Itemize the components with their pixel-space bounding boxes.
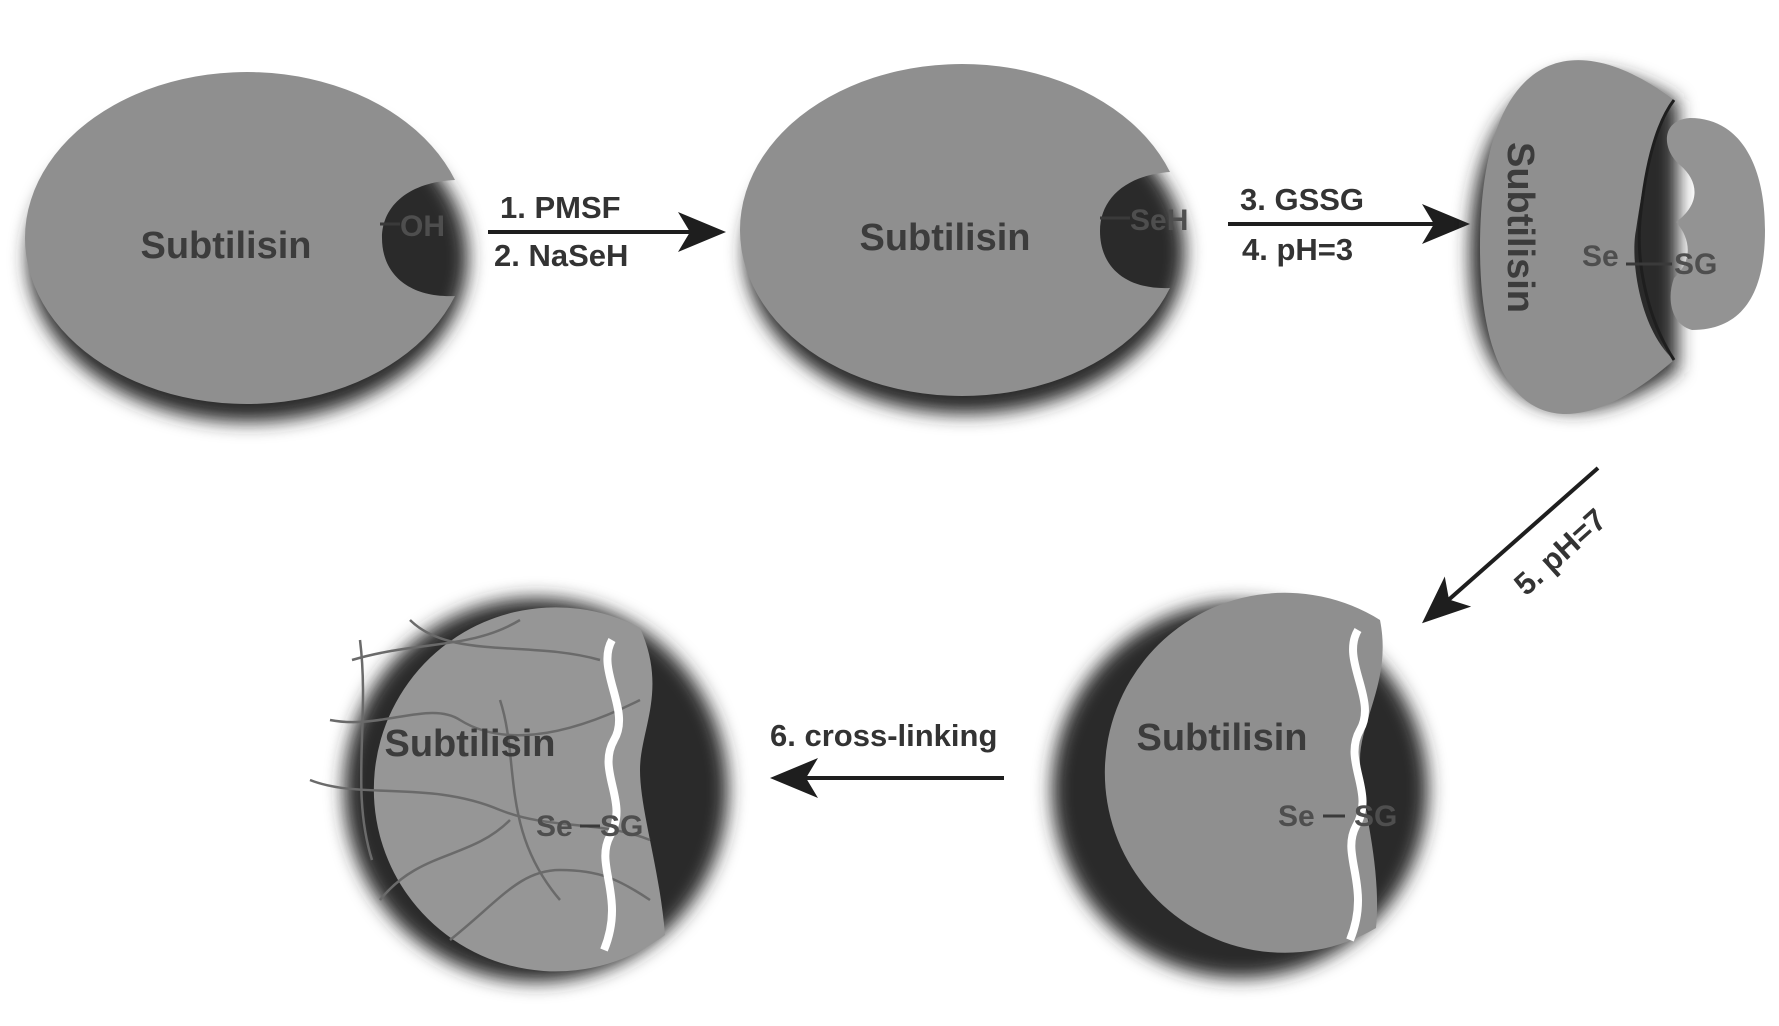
selenol-subtilisin: Subtilisin SeH: [739, 64, 1188, 414]
selenol-group: SeH: [1130, 204, 1188, 237]
unfolded-sg: SG: [1674, 248, 1717, 281]
refolded-body: [1104, 592, 1383, 953]
crosslinked-sg: SG: [600, 810, 643, 843]
arrow-step-5: 5. pH=7: [1422, 466, 1613, 624]
refolded-label: Subtilisin: [1137, 717, 1308, 759]
native-body: [24, 72, 455, 404]
selenol-body: [739, 64, 1170, 397]
unfolded-se: Se: [1582, 240, 1619, 273]
selenol-label: Subtilisin: [860, 217, 1031, 259]
step-3-label: 3. GSSG: [1240, 182, 1364, 217]
native-subtilisin: Subtilisin OH: [24, 72, 468, 422]
arrow-3: [1422, 466, 1600, 624]
crosslinked-subtilisin: Subtilisin Se SG: [309, 598, 728, 982]
refolded-sg: SG: [1354, 800, 1397, 833]
unfolded-edge: [1637, 99, 1676, 361]
arrow-steps-1-2: 1. PMSF 2. NaSeH: [488, 190, 726, 273]
step-4-label: 4. pH=3: [1242, 232, 1353, 267]
refolded-se: Se: [1278, 800, 1315, 833]
native-group: OH: [400, 210, 445, 243]
crosslinked-label: Subtilisin: [385, 723, 556, 765]
unfolded-label: Subtilisin: [1499, 142, 1541, 313]
native-label: Subtilisin: [141, 225, 312, 267]
step-1-label: 1. PMSF: [500, 190, 621, 225]
step-2-label: 2. NaSeH: [494, 238, 628, 273]
crosslinked-crack: [600, 638, 623, 952]
unfolded-subtilisin: Subtilisin Se SG: [1470, 60, 1765, 414]
crosslink-network: [309, 618, 651, 941]
refolded-subtilisin: Subtilisin Se SG: [1052, 592, 1428, 978]
step-6-label: 6. cross-linking: [770, 718, 997, 753]
crosslinked-se: Se: [536, 810, 573, 843]
unfolded-body: [1480, 60, 1674, 414]
detached-peptide: [1666, 118, 1765, 330]
arrow-steps-3-4: 3. GSSG 4. pH=3: [1228, 182, 1470, 267]
crosslinked-body: [373, 607, 665, 972]
refolded-crack: [1346, 627, 1369, 942]
step-5-label: 5. pH=7: [1507, 502, 1613, 602]
arrow-step-6: 6. cross-linking: [770, 718, 1004, 798]
